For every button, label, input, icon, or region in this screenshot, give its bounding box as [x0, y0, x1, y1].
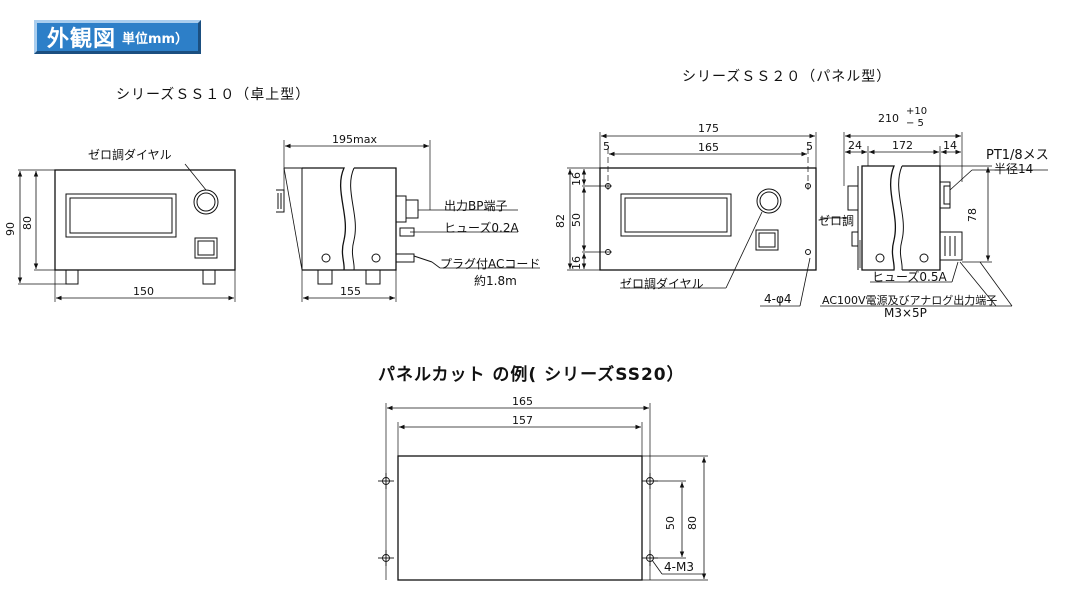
ss20-dim-175: 175 [698, 122, 719, 135]
ss20-title: シリーズＳＳ２０（パネル型） [682, 69, 892, 85]
header-unit: 単位mm） [122, 31, 189, 47]
ss20-dim-16-top: 16 [570, 172, 583, 186]
ss20-dim-82: 82 [554, 214, 567, 228]
panel-cutout-view [378, 403, 708, 581]
ss10-dim-width: 150 [133, 285, 154, 298]
ss20-ac-terminal-callout: AC100V電源及びアナログ出力端子 [822, 294, 998, 307]
header-title: 外観図 [47, 27, 117, 52]
ss20-zero-dial-callout: ゼロ調ダイヤル [620, 277, 704, 291]
ss10-ac-cord-length: 約1.8m [474, 274, 517, 288]
ss10-dim-depth-max: 195max [332, 133, 377, 146]
ss20-zero-callout: ゼロ調 [818, 214, 855, 228]
ss20-front-view [567, 132, 817, 307]
ss10-front-view [17, 163, 236, 302]
ss20-dim-78: 78 [966, 208, 979, 222]
ss20-tol-plus: +10 [906, 106, 928, 117]
ss10-dim-height-outer: 90 [4, 222, 17, 236]
ss20-side-view [820, 132, 1048, 307]
ss20-dim-16-bottom: 16 [570, 256, 583, 270]
ss10-fuse-callout: ヒューズ0.2A [444, 221, 519, 235]
ss10-title: シリーズＳＳ１０（卓上型） [116, 87, 311, 103]
ss10-ac-cord-callout: プラグ付ACコード [440, 257, 541, 271]
ss20-dim-210: 210 [878, 112, 899, 125]
ss20-dim-14: 14 [943, 139, 957, 152]
ss20-holes-callout: 4-φ4 [764, 292, 792, 306]
ss10-dim-height-inner: 80 [21, 216, 34, 230]
cutout-title: パネルカット の例( シリーズSS20） [378, 365, 685, 385]
ss10-side-view [276, 140, 540, 302]
ss20-radius-callout: 半径14 [994, 162, 1034, 176]
cutout-dim-157: 157 [512, 414, 533, 427]
ss20-dim-24: 24 [848, 139, 862, 152]
header-badge: 外観図 単位mm） [34, 20, 202, 54]
cutout-dim-80: 80 [686, 516, 699, 530]
ss20-fuse-callout: ヒューズ0.5A [872, 270, 947, 284]
ss20-tol-minus: − 5 [906, 118, 924, 129]
ss20-dim-50: 50 [570, 213, 583, 227]
ss10-zero-dial-callout: ゼロ調ダイヤル [88, 148, 172, 162]
cutout-dim-165: 165 [512, 395, 533, 408]
ss20-dim-165: 165 [698, 141, 719, 154]
ss10-bp-terminal-callout: 出力BP端子 [444, 199, 508, 213]
ss20-dim-172: 172 [892, 139, 913, 152]
ss20-dim-5-right: 5 [806, 140, 813, 153]
ss20-dim-5-left: 5 [603, 140, 610, 153]
cutout-m3-callout: 4-M3 [664, 560, 694, 574]
ss20-m3-callout: M3×5P [884, 306, 927, 320]
cutout-dim-50: 50 [664, 516, 677, 530]
ss10-dim-depth: 155 [340, 285, 361, 298]
ss20-pt-callout: PT1/8メス [986, 148, 1049, 163]
